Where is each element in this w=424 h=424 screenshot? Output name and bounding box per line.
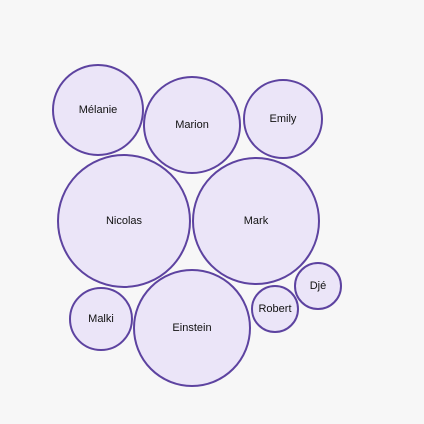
bubble-label: Marion xyxy=(175,119,209,131)
bubble-malki: Malki xyxy=(69,287,133,351)
bubble-circle xyxy=(133,269,251,387)
bubble-circle xyxy=(52,64,144,156)
bubble-circle xyxy=(192,157,320,285)
bubble-einstein: Einstein xyxy=(133,269,251,387)
bubble-circle xyxy=(294,262,342,310)
bubble-label: Mark xyxy=(244,215,269,227)
bubble-label: Robert xyxy=(258,303,291,315)
bubble-circle xyxy=(57,154,191,288)
bubble-label: Nicolas xyxy=(106,215,143,227)
bubble-mark: Mark xyxy=(192,157,320,285)
bubble-label: Mélanie xyxy=(79,104,118,116)
bubble-label: Emily xyxy=(270,113,297,125)
bubble-robert: Robert xyxy=(251,285,299,333)
bubble-circle xyxy=(143,76,241,174)
bubble-melanie: Mélanie xyxy=(52,64,144,156)
bubble-label: Einstein xyxy=(172,322,211,334)
bubble-marion: Marion xyxy=(143,76,241,174)
bubble-dje: Djé xyxy=(294,262,342,310)
bubble-circle xyxy=(243,79,323,159)
bubble-circle xyxy=(69,287,133,351)
bubble-circle xyxy=(251,285,299,333)
bubble-label: Malki xyxy=(88,313,114,325)
bubble-emily: Emily xyxy=(243,79,323,159)
bubble-nicolas: Nicolas xyxy=(57,154,191,288)
bubble-label: Djé xyxy=(310,280,327,292)
